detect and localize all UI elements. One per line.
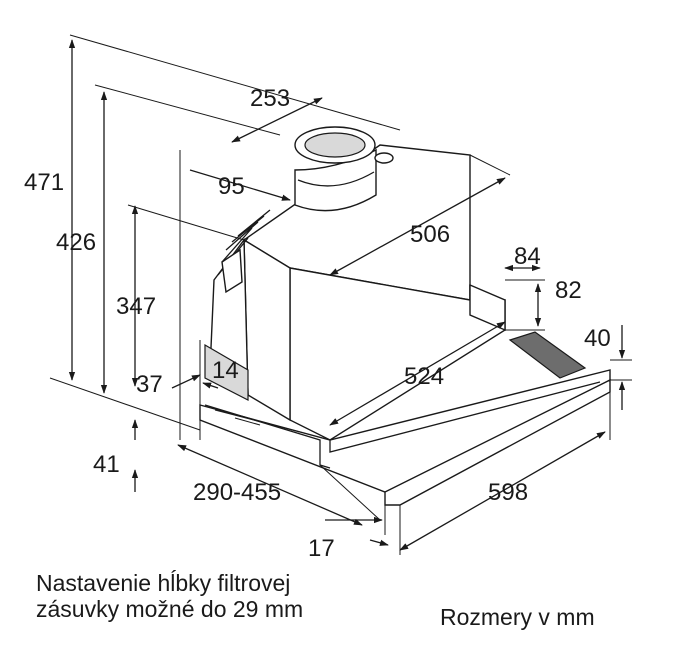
duct-clamp (374, 152, 394, 164)
label-426: 426 (56, 229, 96, 256)
label-14: 14 (212, 357, 239, 384)
dim-line-290-455 (177, 444, 363, 526)
label-37: 37 (136, 371, 163, 398)
units-note: Rozmery v mm (440, 604, 595, 630)
telescopic-drawer (204, 343, 249, 401)
front-grip (508, 331, 587, 379)
label-95: 95 (218, 173, 245, 200)
filter-clip (221, 248, 243, 294)
dimension-lines (68, 39, 626, 551)
upper-housing-side (243, 238, 291, 422)
dim-line-506 (329, 177, 506, 276)
rail-slot (214, 409, 301, 433)
adjustment-note: Nastavenie hĺbky filtrovej zásuvky možné… (36, 570, 303, 622)
label-290-455: 290-455 (193, 479, 281, 506)
dim-line-598 (399, 431, 606, 551)
label-17: 17 (308, 535, 335, 562)
label-253: 253 (250, 85, 290, 112)
label-82: 82 (555, 277, 582, 304)
dimension-labels: 471 426 347 253 95 506 84 82 40 524 14 3… (24, 85, 611, 562)
label-40: 40 (584, 325, 611, 352)
note-line-2: zásuvky možné do 29 mm (36, 596, 304, 622)
dim-line-37 (171, 374, 201, 389)
label-598: 598 (488, 479, 528, 506)
label-84: 84 (514, 243, 541, 270)
dim-line-253 (231, 97, 323, 143)
label-524: 524 (404, 363, 444, 390)
note-line-1: Nastavenie hĺbky filtrovej (36, 570, 291, 596)
duct-opening (304, 132, 366, 158)
dim-line-14 (202, 382, 219, 389)
label-506: 506 (410, 221, 450, 248)
dim-line-524 (329, 321, 506, 426)
label-41: 41 (93, 451, 120, 478)
label-471: 471 (24, 169, 64, 196)
label-347: 347 (116, 293, 156, 320)
hood-body (199, 126, 611, 506)
dim-line-17-right (369, 539, 389, 546)
dim-line-95 (189, 169, 291, 201)
